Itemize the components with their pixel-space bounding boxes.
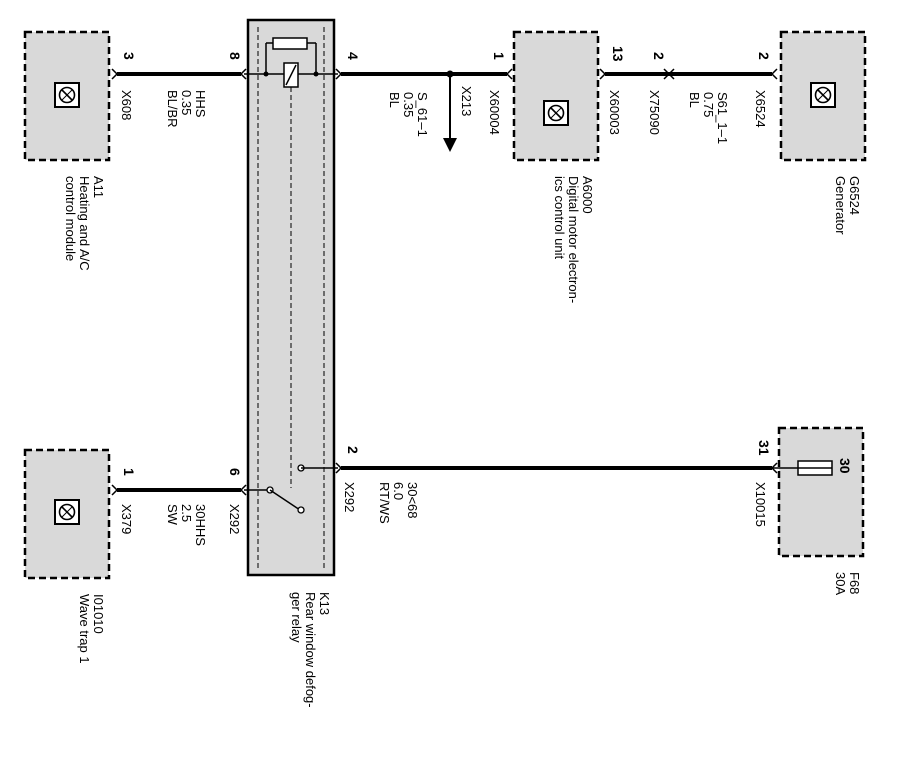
wire-label-s61-1: S61_1–1 0.75 BL xyxy=(687,92,730,144)
module-symbol-icon xyxy=(54,82,80,108)
svg-text:Wave trap 1: Wave trap 1 xyxy=(77,594,92,664)
pin-a6000-1: 1 xyxy=(491,52,507,60)
svg-text:HHS: HHS xyxy=(193,90,208,118)
svg-text:K13: K13 xyxy=(317,592,332,615)
connector-x213: X213 xyxy=(459,86,474,116)
wire-s61 xyxy=(341,70,507,152)
svg-text:BL/BR: BL/BR xyxy=(165,90,180,128)
svg-text:G6524: G6524 xyxy=(847,176,862,215)
k13-relay xyxy=(244,18,338,577)
connector-x60003: X60003 xyxy=(607,90,622,135)
svg-text:A6000: A6000 xyxy=(580,176,595,214)
module-symbol-icon xyxy=(543,100,569,126)
wire-label-30hhs: 30HHS 2.5 SW xyxy=(165,504,208,546)
pin-k13-6: 6 xyxy=(227,468,243,476)
connector-x292-left: X292 xyxy=(227,504,242,534)
a11-label: A11 Heating and A/C control module xyxy=(63,176,106,271)
i01010-label: I01010 Wave trap 1 xyxy=(77,594,106,664)
svg-text:ger relay: ger relay xyxy=(289,592,304,643)
svg-text:F68: F68 xyxy=(847,572,862,594)
svg-text:2.5: 2.5 xyxy=(179,504,194,522)
pin-f68: 31 xyxy=(756,440,772,456)
svg-text:S61_1–1: S61_1–1 xyxy=(715,92,730,144)
svg-text:BL: BL xyxy=(387,92,402,108)
pin-x75090: 2 xyxy=(651,52,667,60)
a6000-module xyxy=(512,30,600,162)
pin-k13-4: 4 xyxy=(345,52,361,60)
svg-text:Heating and A/C: Heating and A/C xyxy=(77,176,92,271)
svg-text:0.35: 0.35 xyxy=(401,92,416,117)
pin-a11: 3 xyxy=(121,52,137,60)
connector-symbols xyxy=(111,68,778,496)
pin-a6000-13: 13 xyxy=(610,46,626,62)
svg-text:0.35: 0.35 xyxy=(179,90,194,115)
svg-text:A11: A11 xyxy=(91,176,106,198)
svg-text:Digital motor electron-: Digital motor electron- xyxy=(566,176,581,303)
connector-x6524: X6524 xyxy=(753,90,768,128)
g6524-label: G6524 Generator xyxy=(833,176,862,235)
svg-text:Rear window defog-: Rear window defog- xyxy=(303,592,318,708)
svg-text:RT/WS: RT/WS xyxy=(377,482,392,524)
svg-text:control module: control module xyxy=(63,176,78,261)
i01010-module xyxy=(23,448,111,580)
svg-text:Generator: Generator xyxy=(833,176,848,235)
svg-text:SW: SW xyxy=(165,504,180,526)
pin-f68-30: 30 xyxy=(837,458,853,474)
connector-x292-right: X292 xyxy=(342,482,357,512)
connector-x379: X379 xyxy=(119,504,134,534)
svg-text:6.0: 6.0 xyxy=(391,482,406,500)
svg-text:ics control unit: ics control unit xyxy=(552,176,567,259)
svg-text:30<68: 30<68 xyxy=(405,482,420,519)
svg-text:BL: BL xyxy=(687,92,702,108)
wire-label-hhs: HHS 0.35 BL/BR xyxy=(165,90,208,128)
g6524-module xyxy=(779,30,867,162)
wire-label-s61: S_61–1 0.35 BL xyxy=(387,92,430,137)
pin-k13-8: 8 xyxy=(227,52,243,60)
fuse-icon xyxy=(772,460,833,476)
pin-g6524: 2 xyxy=(756,52,772,60)
arrow-down-icon xyxy=(443,138,457,152)
f68-fuse-box xyxy=(777,426,865,558)
connector-x75090: X75090 xyxy=(647,90,662,135)
connector-x10015: X10015 xyxy=(753,482,768,527)
module-symbol-icon xyxy=(810,82,836,108)
a6000-label: A6000 Digital motor electron- ics contro… xyxy=(552,176,595,303)
svg-text:I01010: I01010 xyxy=(91,594,106,634)
a11-module xyxy=(23,30,111,162)
svg-text:0.75: 0.75 xyxy=(701,92,716,117)
resistor-icon xyxy=(272,37,308,50)
pin-k13-2: 2 xyxy=(345,446,361,454)
k13-label: K13 Rear window defog- ger relay xyxy=(289,592,332,708)
svg-text:30HHS: 30HHS xyxy=(193,504,208,546)
wire-label-30-68: 30<68 6.0 RT/WS xyxy=(377,482,420,524)
f68-label: F68 30A xyxy=(833,572,862,595)
svg-text:S_61–1: S_61–1 xyxy=(415,92,430,137)
connector-x60004: X60004 xyxy=(487,90,502,135)
connector-x608: X608 xyxy=(119,90,134,120)
pin-i01010: 1 xyxy=(121,468,137,476)
svg-text:30A: 30A xyxy=(833,572,848,595)
module-symbol-icon xyxy=(54,499,80,525)
